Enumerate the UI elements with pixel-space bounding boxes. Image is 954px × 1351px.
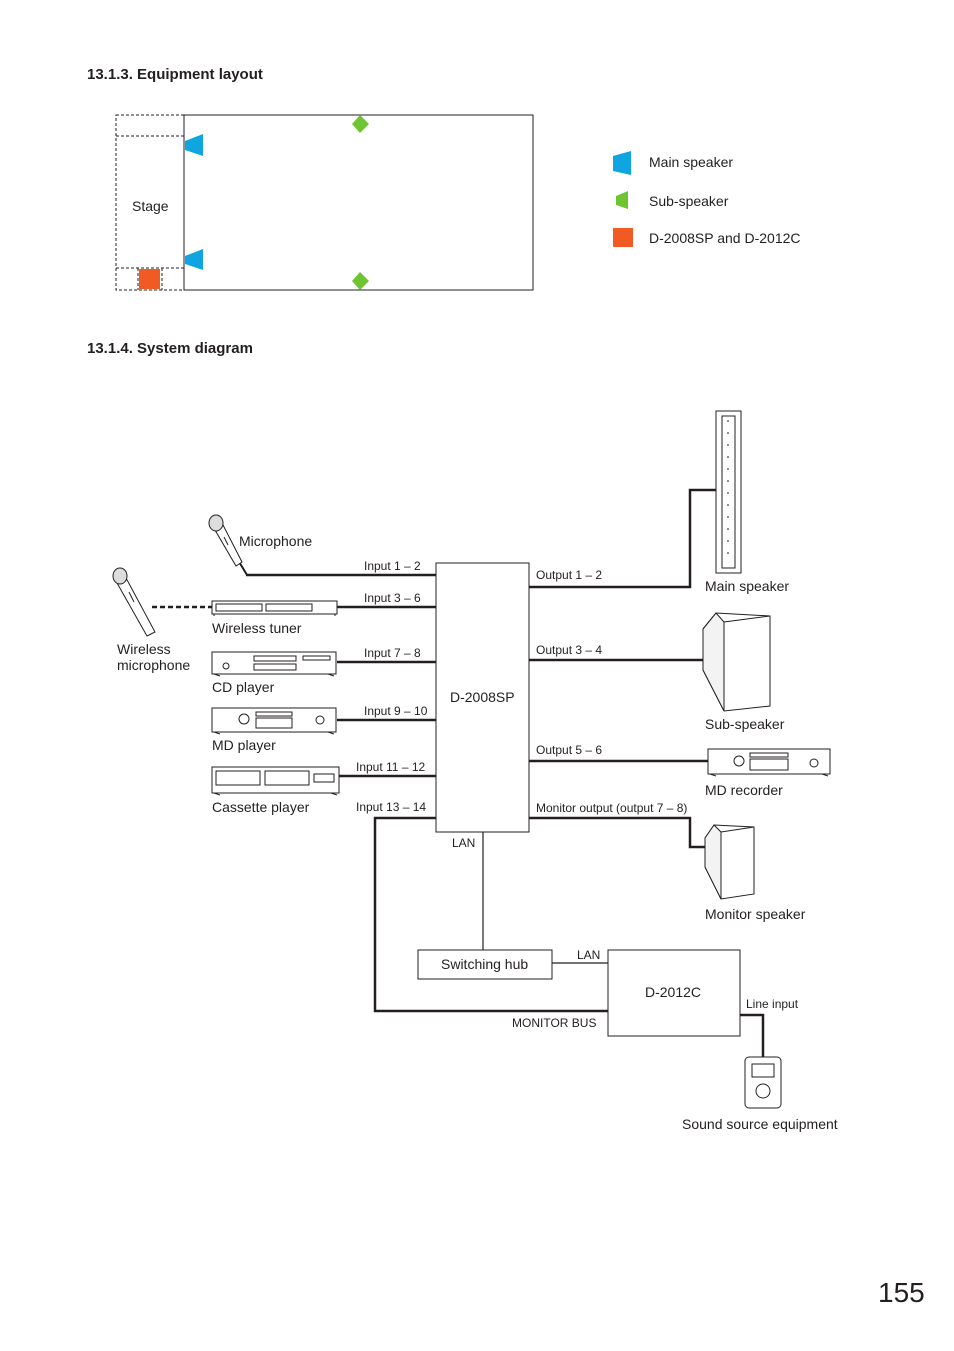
sub-speaker-marker bbox=[352, 272, 369, 290]
main-speaker-marker bbox=[185, 249, 203, 270]
d2008sp-box bbox=[435, 562, 530, 833]
main-speaker-icon bbox=[715, 410, 742, 574]
output-1-2-label: Output 1 – 2 bbox=[536, 568, 603, 582]
monitor-bus-label: MONITOR BUS bbox=[512, 1016, 597, 1030]
input-7-8-label: Input 7 – 8 bbox=[364, 646, 421, 660]
md-player-label: MD player bbox=[212, 737, 276, 753]
amplifier-position-marker bbox=[139, 269, 160, 289]
line-input-label: Line input bbox=[746, 997, 799, 1011]
sub-speaker-legend-icon bbox=[616, 191, 628, 209]
input-13-14-label: Input 13 – 14 bbox=[356, 800, 427, 814]
sound-source-label: Sound source equipment bbox=[682, 1116, 838, 1132]
d2008sp-label: D-2008SP bbox=[450, 689, 515, 705]
wireless-tuner-label: Wireless tuner bbox=[212, 620, 302, 636]
wireless-microphone-icon bbox=[112, 567, 156, 637]
legend-amplifier-label: D-2008SP and D-2012C bbox=[649, 230, 801, 246]
sub-speaker-label: Sub-speaker bbox=[705, 716, 785, 732]
cd-player-icon bbox=[211, 651, 337, 677]
system-diagram-heading: 13.1.4. System diagram bbox=[87, 340, 253, 357]
md-recorder-label: MD recorder bbox=[705, 782, 783, 798]
md-player-icon bbox=[211, 707, 337, 735]
wireless-tuner-icon bbox=[211, 600, 338, 616]
sub-speaker-icon bbox=[702, 612, 771, 712]
cables bbox=[246, 488, 765, 1057]
cassette-player-icon bbox=[211, 766, 340, 796]
input-1-2-label: Input 1 – 2 bbox=[364, 559, 421, 573]
cassette-player-label: Cassette player bbox=[212, 799, 310, 815]
switching-hub-label: Switching hub bbox=[441, 956, 529, 972]
page-number: 155 bbox=[878, 1277, 925, 1308]
input-11-12-label: Input 11 – 12 bbox=[356, 760, 426, 774]
output-3-4-label: Output 3 – 4 bbox=[536, 643, 603, 657]
monitor-speaker-label: Monitor speaker bbox=[705, 906, 806, 922]
amplifier-legend-icon bbox=[613, 228, 633, 247]
legend-main-speaker-label: Main speaker bbox=[649, 154, 734, 170]
monitor-output-label: Monitor output (output 7 – 8) bbox=[536, 801, 688, 815]
main-speaker-label: Main speaker bbox=[705, 578, 790, 594]
stage-outline bbox=[115, 114, 185, 291]
venue-outline bbox=[183, 114, 534, 291]
d2008sp-lan-label: LAN bbox=[452, 836, 476, 850]
microphone-icon bbox=[208, 514, 248, 576]
legend-sub-speaker-label: Sub-speaker bbox=[649, 193, 729, 209]
input-3-6-label: Input 3 – 6 bbox=[364, 591, 421, 605]
microphone-label: Microphone bbox=[239, 533, 313, 549]
stage-label: Stage bbox=[132, 198, 169, 214]
main-speaker-legend-icon bbox=[613, 151, 631, 175]
input-9-10-label: Input 9 – 10 bbox=[364, 704, 428, 718]
output-5-6-label: Output 5 – 6 bbox=[536, 743, 603, 757]
d2012c-lan-label: LAN bbox=[577, 948, 601, 962]
sound-source-icon bbox=[744, 1056, 782, 1109]
md-recorder-icon bbox=[707, 748, 831, 777]
wireless-microphone-label: Wireless microphone bbox=[117, 641, 191, 673]
cd-player-label: CD player bbox=[212, 679, 275, 695]
sub-speaker-marker bbox=[352, 115, 369, 133]
switching-hub-box bbox=[417, 949, 553, 980]
equipment-layout-heading: 13.1.3. Equipment layout bbox=[87, 66, 263, 83]
d2012c-box bbox=[607, 949, 741, 1037]
equipment-layout bbox=[115, 114, 534, 291]
monitor-speaker-icon bbox=[704, 824, 755, 900]
d2012c-label: D-2012C bbox=[645, 984, 702, 1000]
main-speaker-marker bbox=[185, 134, 203, 156]
